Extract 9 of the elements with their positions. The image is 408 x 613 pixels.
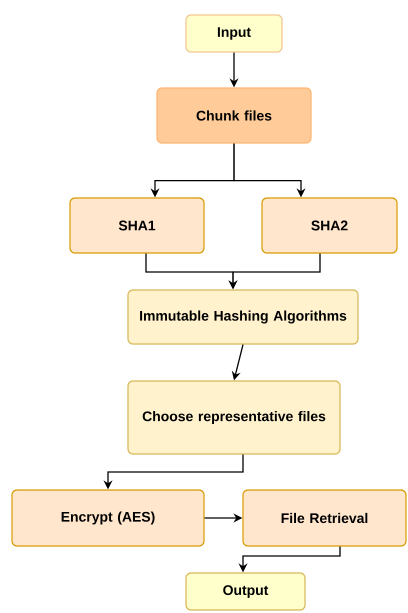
process-box: Encrypt (AES) xyxy=(11,489,205,547)
process-box: SHA1 xyxy=(69,197,205,254)
process-box: Chunk files xyxy=(156,87,312,144)
process-box: Immutable Hashing Algorithms xyxy=(127,289,359,345)
process-box: Choose representative files xyxy=(127,380,341,455)
process-box: SHA2 xyxy=(261,197,398,254)
process-box: File Retrieval xyxy=(242,489,407,547)
process-box: Input xyxy=(185,14,283,53)
process-box: Output xyxy=(185,572,306,611)
